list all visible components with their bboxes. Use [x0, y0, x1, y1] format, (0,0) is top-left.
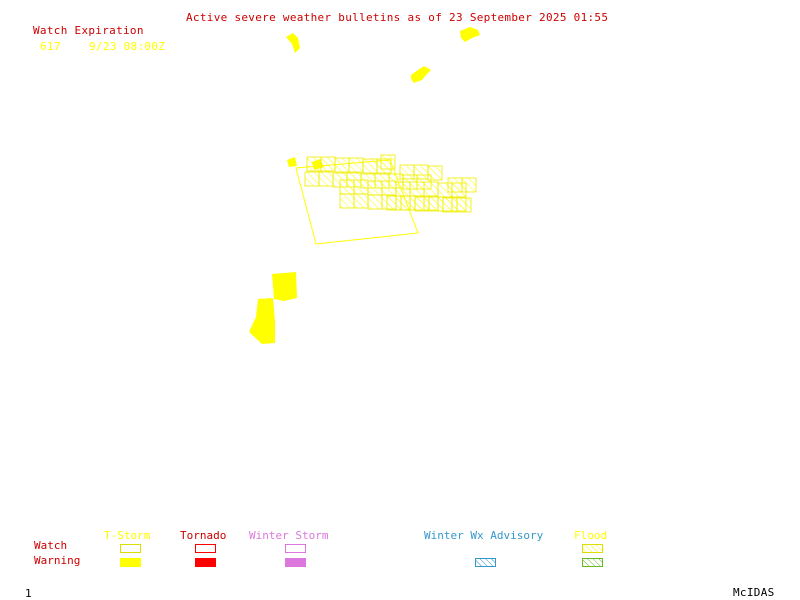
flood-county-cell: [427, 165, 443, 181]
watch-number: 617: [40, 40, 61, 53]
flood-county-cell: [414, 196, 430, 212]
watch-expiration-time: 9/23 08:00Z: [89, 40, 166, 53]
flood-county-cell: [447, 177, 463, 193]
flood-county-cell: [304, 171, 320, 187]
flood-county-cell: [461, 177, 477, 193]
flood-county-cell: [395, 181, 411, 197]
flood-county-cell: [339, 179, 355, 195]
tstorm-warning-polygon: [411, 66, 431, 83]
flood-county-cell: [381, 180, 397, 196]
flood-county-cell: [334, 157, 350, 173]
tornado-warning-swatch: [195, 558, 216, 567]
tstorm-warning-swatch: [120, 558, 141, 567]
legend-swatches: [120, 544, 603, 567]
flood-warning-swatch: [582, 558, 603, 567]
flood-county-cell: [413, 164, 429, 180]
tstorm-warning-polygon: [460, 27, 480, 42]
flood-county-cell: [339, 193, 355, 209]
winter-storm-warning-swatch: [285, 558, 306, 567]
flood-county-cell: [348, 157, 364, 173]
flood-watch-counties: [304, 154, 477, 213]
product-label: McIDAS: [733, 586, 775, 599]
tstorm-warning-polygon: [272, 272, 297, 301]
flood-county-cell: [318, 171, 334, 187]
tstorm-warning-polygon: [287, 157, 297, 167]
tornado-watch-swatch: [195, 544, 216, 553]
watch-expiration-heading: Watch Expiration: [33, 24, 144, 37]
flood-county-cell: [380, 154, 396, 170]
flood-county-cell: [362, 158, 378, 174]
flood-county-cell: [456, 197, 472, 213]
flood-county-cell: [428, 196, 444, 212]
flood-watch-swatch: [582, 544, 603, 553]
flood-county-cell: [353, 179, 369, 195]
flood-county-cell: [367, 194, 383, 210]
tstorm-warning-polygon: [286, 33, 300, 53]
flood-county-cell: [399, 164, 415, 180]
flood-county-cell: [442, 197, 458, 213]
page-number: 1: [25, 587, 32, 600]
flood-county-cell: [320, 156, 336, 172]
winter-advisory-swatch: [475, 558, 496, 567]
flood-county-cell: [400, 195, 416, 211]
winter-storm-watch-swatch: [285, 544, 306, 553]
flood-county-cell: [409, 181, 425, 197]
flood-county-cell: [353, 193, 369, 209]
flood-county-cell: [423, 181, 439, 197]
flood-county-cell: [306, 156, 322, 172]
flood-county-cell: [386, 195, 402, 211]
tstorm-warning-polygon: [249, 298, 275, 344]
bulletin-title: Active severe weather bulletins as of 23…: [186, 11, 609, 24]
tstorm-watch-swatch: [120, 544, 141, 553]
flood-county-cell: [367, 180, 383, 196]
